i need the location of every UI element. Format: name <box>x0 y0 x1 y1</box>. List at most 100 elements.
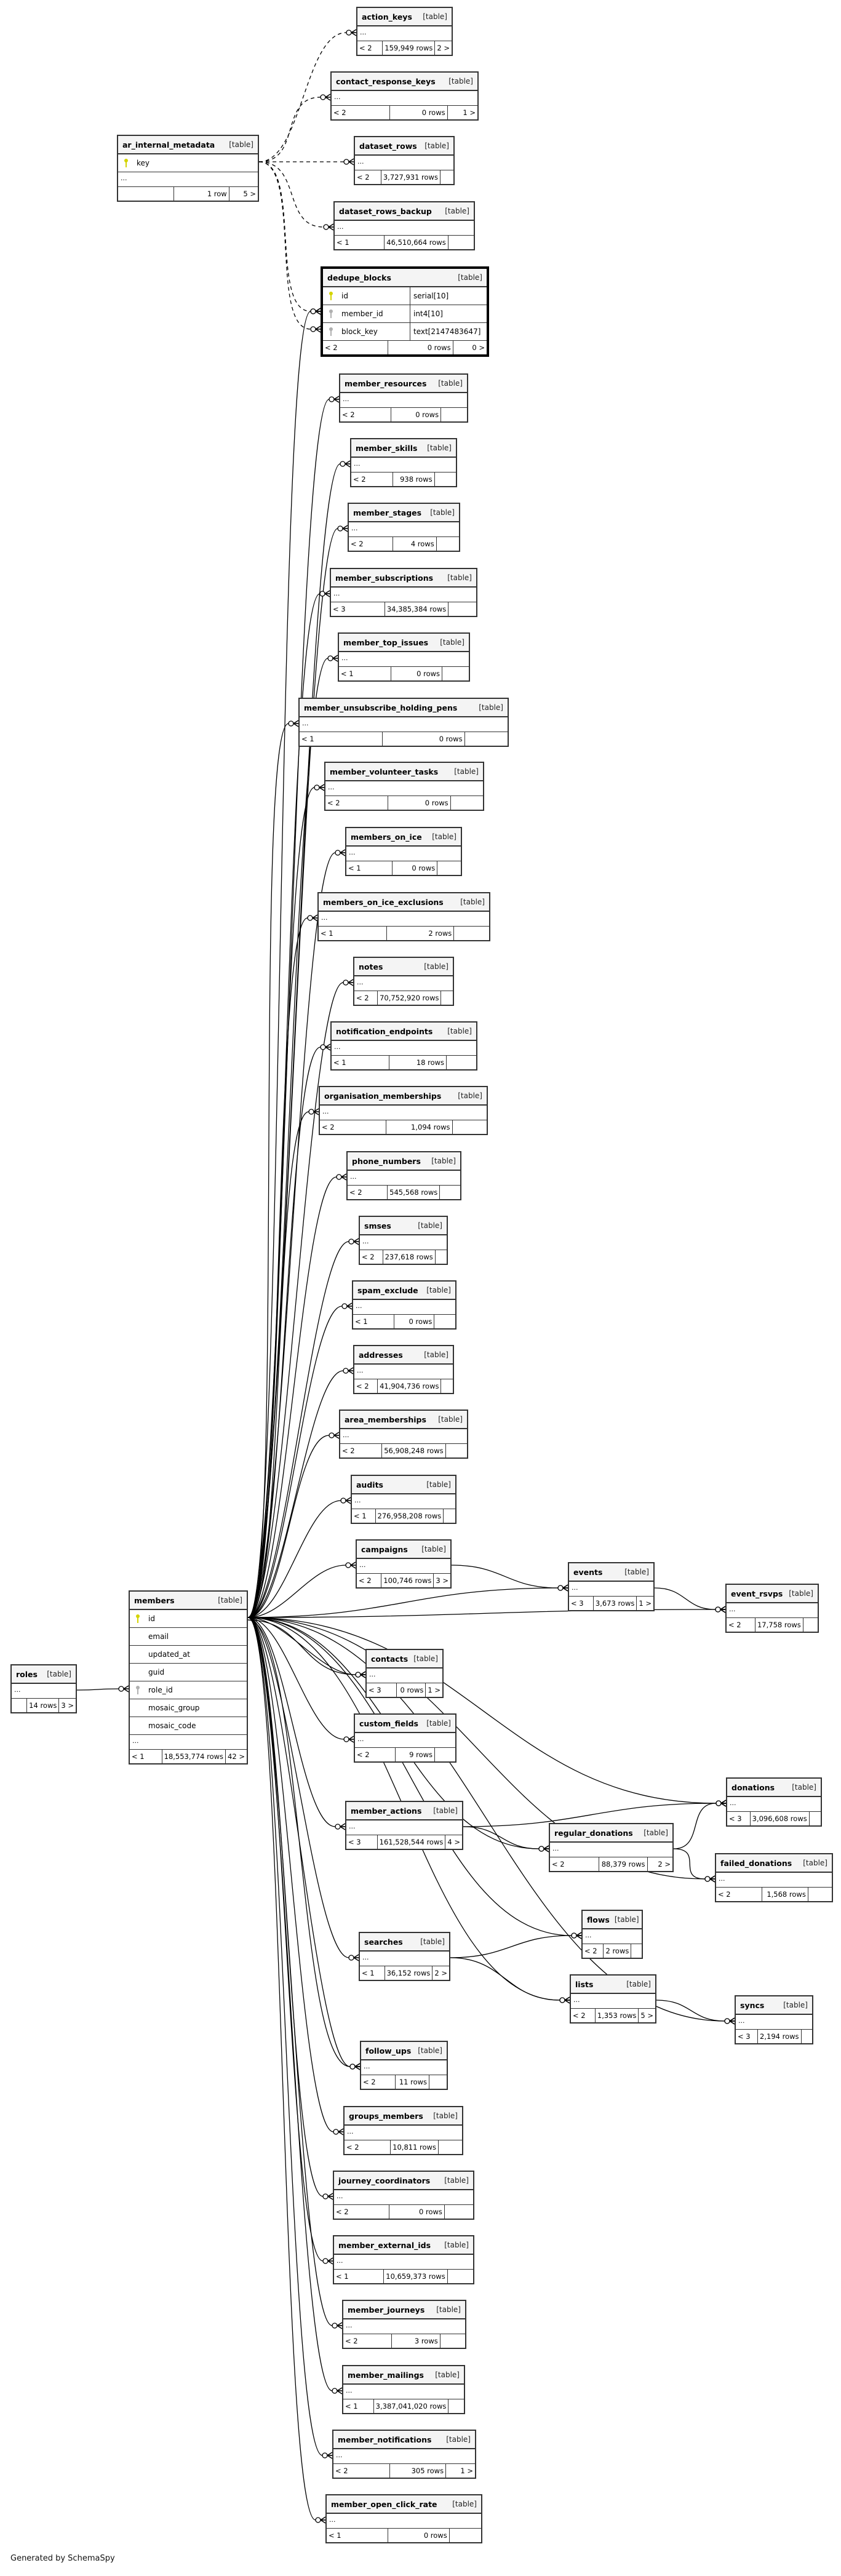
more-columns[interactable]: ... <box>351 458 456 473</box>
table-header[interactable]: addresses[table] <box>354 1346 453 1365</box>
parents-link[interactable]: < 2 <box>362 1253 375 1261</box>
children-link[interactable] <box>442 667 469 680</box>
children-link[interactable] <box>436 537 459 551</box>
table-header[interactable]: contacts[table] <box>367 1650 442 1669</box>
children-link[interactable] <box>808 1812 821 1825</box>
more-columns[interactable]: ... <box>130 1735 247 1750</box>
more-columns[interactable]: ... <box>354 976 453 991</box>
children-link[interactable] <box>434 1748 455 1761</box>
table-header[interactable]: member_actions[table] <box>346 1802 462 1820</box>
column-row[interactable]: mosaic_group <box>130 1699 247 1717</box>
table-header[interactable]: journey_coordinators[table] <box>334 2172 473 2190</box>
children-link[interactable] <box>439 170 453 184</box>
children-link[interactable]: 3 > <box>433 1574 450 1587</box>
table-header[interactable]: member_skills[table] <box>351 439 456 458</box>
more-columns[interactable]: ... <box>334 2190 473 2205</box>
children-link[interactable] <box>445 1444 467 1457</box>
children-link[interactable] <box>446 1056 476 1069</box>
more-columns[interactable]: ... <box>320 1106 487 1120</box>
more-columns[interactable]: ... <box>727 1797 821 1812</box>
more-columns[interactable]: ... <box>360 1952 449 1966</box>
parents-link[interactable]: < 1 <box>345 2402 358 2411</box>
more-columns[interactable]: ... <box>349 522 459 537</box>
parents-link[interactable]: < 1 <box>348 864 361 872</box>
parents-link[interactable]: < 1 <box>329 2531 341 2540</box>
children-link[interactable] <box>807 1888 832 1901</box>
parents-link[interactable]: < 2 <box>351 540 364 548</box>
table-header[interactable]: organisation_memberships[table] <box>320 1087 487 1106</box>
parents-link[interactable]: < 1 <box>362 1969 375 1977</box>
parents-link[interactable]: < 2 <box>322 1123 335 1131</box>
parents-link[interactable]: < 2 <box>345 2337 358 2345</box>
more-columns[interactable]: ... <box>550 1843 672 1857</box>
table-header[interactable]: action_keys[table] <box>357 8 452 26</box>
parents-link[interactable]: < 3 <box>348 1838 361 1846</box>
more-columns[interactable]: ... <box>345 2126 462 2140</box>
parents-link[interactable] <box>118 187 173 201</box>
parents-link[interactable]: < 2 <box>325 343 338 352</box>
parents-link[interactable]: < 2 <box>349 1188 362 1197</box>
table-header[interactable]: event_rsvps[table] <box>727 1585 818 1603</box>
table-header[interactable]: dedupe_blocks[table] <box>323 269 487 287</box>
children-link[interactable] <box>437 2140 462 2154</box>
table-header[interactable]: groups_members[table] <box>345 2107 462 2126</box>
children-link[interactable] <box>448 2399 464 2413</box>
children-link[interactable]: 42 > <box>225 1750 247 1763</box>
table-header[interactable]: member_volunteer_tasks[table] <box>325 763 483 781</box>
children-link[interactable] <box>631 1944 642 1958</box>
parents-link[interactable]: < 3 <box>571 1599 584 1608</box>
more-columns[interactable]: ... <box>333 2449 475 2464</box>
children-link[interactable]: 0 > <box>452 341 487 354</box>
children-link[interactable]: 1 > <box>636 1597 653 1610</box>
table-header[interactable]: roles[table] <box>12 1665 76 1684</box>
parents-link[interactable]: < 2 <box>573 2011 586 2020</box>
more-columns[interactable]: ... <box>346 1820 462 1835</box>
parents-link[interactable] <box>12 1699 26 1712</box>
column-row[interactable]: updated_at <box>130 1646 247 1664</box>
children-link[interactable] <box>453 927 489 940</box>
children-link[interactable] <box>439 2334 465 2348</box>
parents-link[interactable]: < 1 <box>132 1752 145 1761</box>
table-header[interactable]: members_on_ice_exclusions[table] <box>319 893 489 912</box>
table-header[interactable]: members[table] <box>130 1592 247 1610</box>
children-link[interactable] <box>440 991 453 1005</box>
parents-link[interactable]: < 3 <box>369 1686 381 1694</box>
table-header[interactable]: follow_ups[table] <box>361 2042 447 2060</box>
table-header[interactable]: lists[table] <box>571 1976 655 1994</box>
table-header[interactable]: audits[table] <box>352 1476 455 1494</box>
table-header[interactable]: events[table] <box>569 1563 653 1582</box>
children-link[interactable]: 2 > <box>647 1857 672 1871</box>
table-header[interactable]: smses[table] <box>360 1217 447 1235</box>
more-columns[interactable]: ... <box>352 1494 455 1509</box>
children-link[interactable] <box>443 1509 455 1523</box>
table-header[interactable]: regular_donations[table] <box>550 1824 672 1843</box>
more-columns[interactable]: ... <box>357 1559 450 1574</box>
parents-link[interactable]: < 1 <box>333 1058 346 1067</box>
parents-link[interactable]: < 2 <box>353 475 366 484</box>
table-header[interactable]: member_external_ids[table] <box>334 2236 473 2255</box>
table-header[interactable]: member_mailings[table] <box>343 2366 464 2385</box>
children-link[interactable] <box>448 2529 481 2542</box>
more-columns[interactable]: ... <box>335 221 474 236</box>
children-link[interactable] <box>434 473 456 486</box>
